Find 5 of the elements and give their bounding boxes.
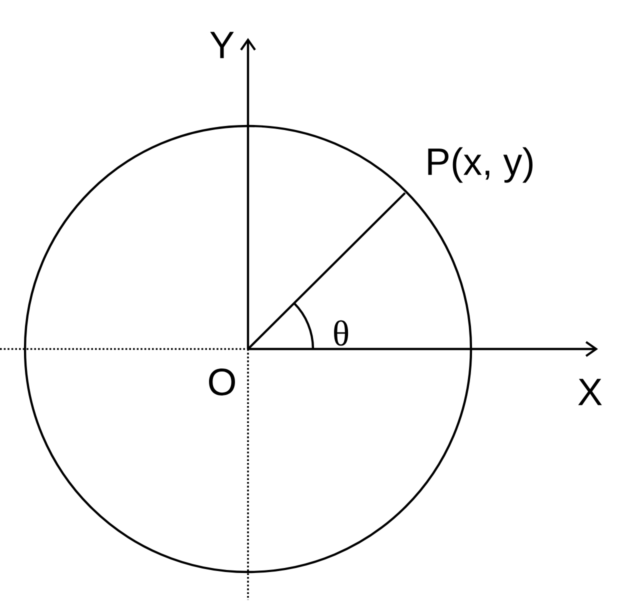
axis-label: Y <box>210 32 234 58</box>
point-label: P(x, y) <box>428 147 532 183</box>
angle-label: θ <box>334 320 348 346</box>
axis-label: X <box>578 378 602 406</box>
origin-label: O <box>209 368 235 396</box>
